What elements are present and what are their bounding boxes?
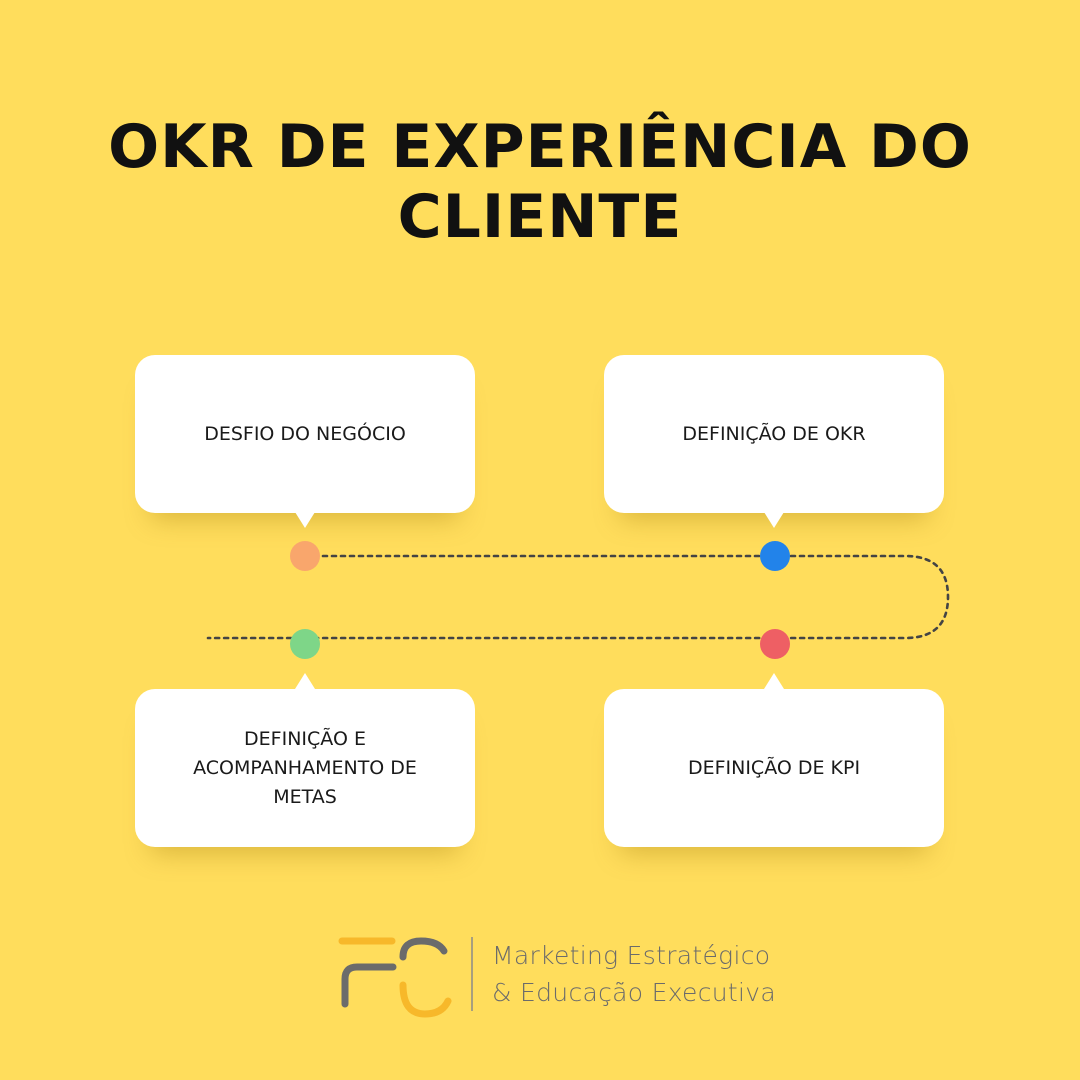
title-line-2: CLIENTE [397,182,683,252]
step-card-kpi-definition: DEFINIÇÃO DE KPI [604,689,944,847]
step-dot-okr-definition [760,541,790,571]
callout-pointer [295,512,315,528]
step-label: DEFINIÇÃO E ACOMPANHAMENTO DE METAS [193,727,417,808]
logo-tagline-line-1: Marketing Estratégico [492,941,771,970]
callout-pointer [295,673,315,689]
callout-pointer [764,512,784,528]
step-card-okr-definition: DEFINIÇÃO DE OKR [604,355,944,513]
step-dot-kpi-definition [760,629,790,659]
step-label: DEFINIÇÃO DE OKR [682,422,866,445]
step-card-goals-tracking: DEFINIÇÃO E ACOMPANHAMENTO DE METAS [135,689,475,847]
step-card-business-challenge: DESFIO DO NEGÓCIO [135,355,475,513]
step-dot-business-challenge [290,541,320,571]
callout-pointer [764,673,784,689]
step-label: DEFINIÇÃO DE KPI [687,756,861,779]
logo-tagline-line-2: & Educação Executiva [492,978,776,1007]
title-line-1: OKR DE EXPERIÊNCIA DO [108,112,972,182]
step-label: DESFIO DO NEGÓCIO [204,422,406,445]
step-dot-goals-tracking [290,629,320,659]
page-title: OKR DE EXPERIÊNCIA DO CLIENTE [0,112,1080,252]
